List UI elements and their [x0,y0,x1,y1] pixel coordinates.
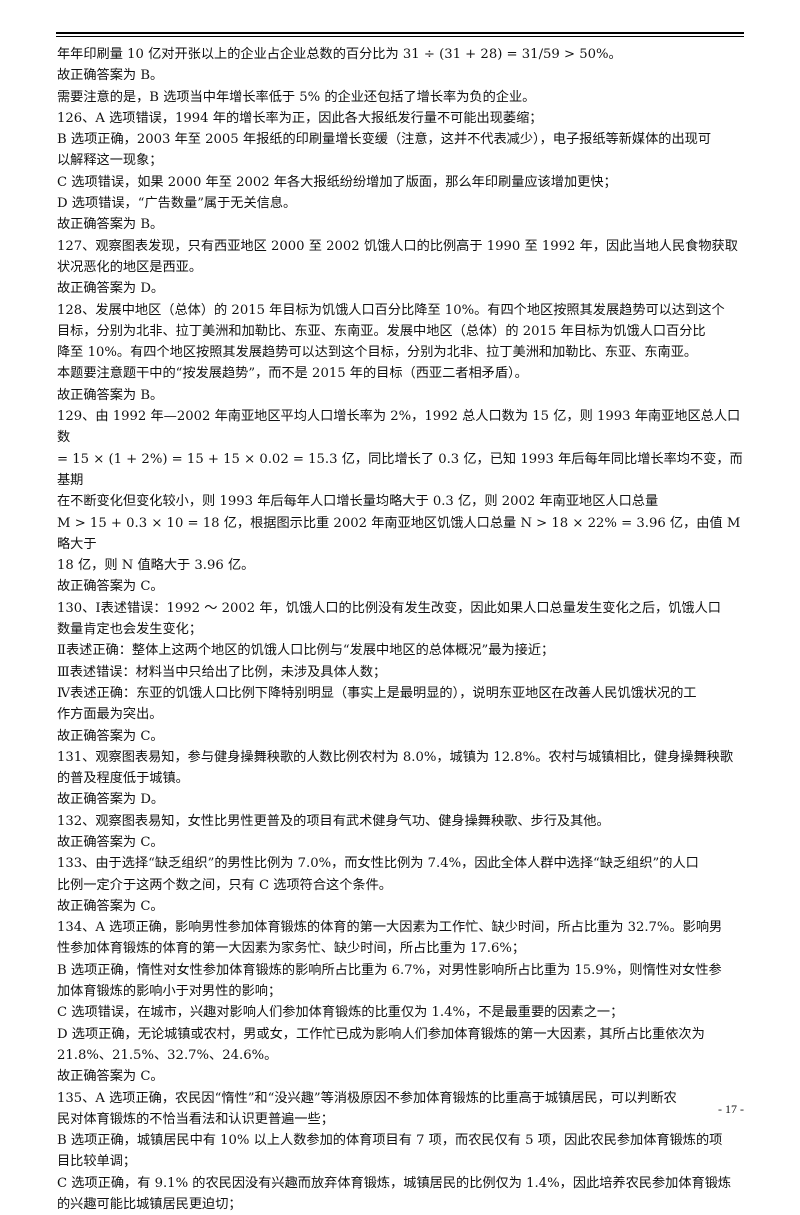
text-line: 130、Ⅰ表述错误：1992 ～ 2002 年，饥饿人口的比例没有发生改变，因此… [57,600,721,616]
text-line: 126、A 选项错误，1994 年的增长率为正，因此各大报纸发行量不可能出现萎缩… [57,110,543,126]
text-line: 状况恶化的地区是西亚。 [57,259,203,275]
text-line: 故正确答案为 C。 [57,834,164,850]
text-line: 目标，分别为北非、拉丁美洲和加勒比、东亚、东南亚。发展中地区（总体）的 2015… [57,323,706,339]
text-line: 故正确答案为 D。 [57,281,165,297]
text-line: C 选项错误，如果 2000 年至 2002 年各大报纸纷纷增加了版面，那么年印… [57,174,617,190]
text-line: 129、由 1992 年—2002 年南亚地区平均人口增长率为 2%，1992 … [57,409,741,446]
text-line: 故正确答案为 B。 [57,68,164,84]
text-line: 133、由于选择“缺乏组织”的男性比例为 7.0%，而女性比例为 7.4%，因此… [57,856,699,872]
text-line: 年年印刷量 10 亿对开张以上的企业占企业总数的百分比为 31 ÷ (31 + … [57,47,622,62]
text-line: 127、观察图表发现，只有西亚地区 2000 至 2002 饥饿人口的比例高于 … [57,238,738,254]
text-line: 21.8%、21.5%、32.7%、24.6%。 [57,1047,278,1063]
text-line: B 选项正确，2003 年至 2005 年报纸的印刷量增长变缓（注意，这并不代表… [57,132,712,148]
text-line: 民对体育锻炼的不恰当看法和认识更普遍一些； [57,1111,334,1127]
text-line: 128、发展中地区（总体）的 2015 年目标为饥饿人口百分比降至 10%。有四… [57,302,725,318]
text-line: 131、观察图表易知，参与健身操舞秧歌的人数比例农村为 8.0%，城镇为 12.… [57,749,734,765]
text-line: 134、A 选项正确，影响男性参加体育锻炼的体育的第一大因素为工作忙、缺少时间，… [57,920,723,936]
text-line: 数量肯定也会发生变化； [57,622,203,638]
text-line: 本题要注意题干中的“按发展趋势”，而不是 2015 年的目标（西亚二者相矛盾）。 [57,366,528,382]
text-line: 比例一定介于这两个数之间，只有 C 选项符合这个条件。 [57,877,392,893]
text-line: 目比较单调； [57,1154,137,1170]
text-line: C 选项错误，在城市，兴趣对影响人们参加体育锻炼的比重仅为 1.4%，不是最重要… [57,1005,624,1021]
text-line: B 选项正确，城镇居民中有 10% 以上人数参加的体育项目有 7 项，而农民仅有… [57,1133,723,1149]
text-line: Ⅲ表述错误：材料当中只给出了比例，未涉及具体人数； [57,664,387,680]
text-line: 加体育锻炼的影响小于对男性的影响； [57,984,282,1000]
page-number: - 17 - [718,1102,744,1116]
text-line: 作方面最为突出。 [57,707,163,723]
text-line: 的普及程度低于城镇。 [57,771,189,787]
text-line: 故正确答案为 C。 [57,898,164,914]
text-line: 132、观察图表易知，女性比男性更普及的项目有武术健身气功、健身操舞秧歌、步行及… [57,813,610,829]
text-line: B 选项正确，惰性对女性参加体育锻炼的影响所占比重为 6.7%，对男性影响所占比… [57,962,722,978]
text-line: Ⅳ表述正确：东亚的饥饿人口比例下降特别明显（事实上是最明显的），说明东亚地区在改… [57,685,697,701]
text-line: M > 15 + 0.3 × 10 = 18 亿，根据图示比重 2002 年南亚… [57,515,741,552]
text-line: 故正确答案为 C。 [57,579,164,595]
text-line: 降至 10%。有四个地区按照其发展趋势可以达到这个目标，分别为北非、拉丁美洲和加… [57,345,698,361]
text-line: 135、A 选项正确，农民因“惰性”和“没兴趣”等消极原因不参加体育锻炼的比重高… [57,1090,677,1106]
text-line: 18 亿，则 N 值略大于 3.96 亿。 [57,558,255,574]
text-line: 故正确答案为 B。 [57,217,164,233]
text-line: 故正确答案为 C。 [57,728,164,744]
text-line: D 选项错误，“广告数量”属于无关信息。 [57,196,297,212]
header-rule-thin [56,36,744,37]
text-line: 需要注意的是，B 选项当中年增长率低于 5% 的企业还包括了增长率为负的企业。 [57,89,536,105]
text-line: D 选项正确，无论城镇或农村，男或女，工作忙已成为影响人们参加体育锻炼的第一大因… [57,1026,705,1042]
text-line: 在不断变化但变化较小，则 1993 年后每年人口增长量均略大于 0.3 亿，则 … [57,494,659,510]
text-line: C 选项正确，有 9.1% 的农民因没有兴趣而放弃体育锻炼，城镇居民的比例仅为 … [57,1175,732,1191]
text-line: 的兴趣可能比城镇居民更迫切； [57,1197,242,1213]
text-line: = 15 × (1 + 2%) = 15 + 15 × 0.02 = 15.3 … [57,451,743,488]
text-line: 故正确答案为 B。 [57,387,164,403]
text-line: 故正确答案为 C。 [57,1069,164,1085]
text-line: 故正确答案为 D。 [57,792,165,808]
text-line: Ⅱ表述正确：整体上这两个地区的饥饿人口比例与“发展中地区的总体概况”最为接近； [57,643,555,659]
text-line: 以解释这一现象； [57,153,163,169]
text-line: 性参加体育锻炼的体育的第一大因素为家务忙、缺少时间，所占比重为 17.6%； [57,941,526,957]
answer-explanations: 年年印刷量 10 亿对开张以上的企业占企业总数的百分比为 31 ÷ (31 + … [57,44,745,1215]
header-rule [56,32,744,34]
